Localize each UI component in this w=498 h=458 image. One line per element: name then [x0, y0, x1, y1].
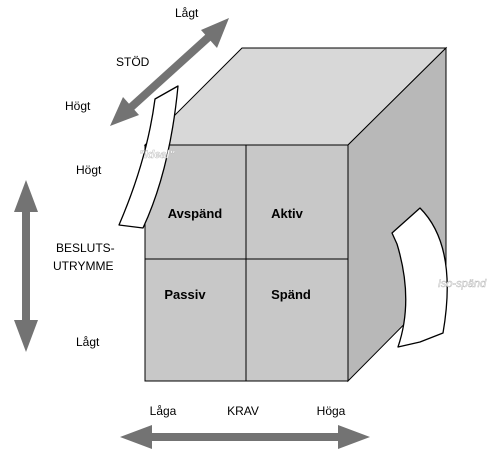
iso-strain-curved-arrow — [391, 207, 448, 348]
ideal-curved-arrow-label: "Ideal" — [139, 149, 175, 161]
decision-axis-label-line2: UTRYMME — [53, 259, 113, 273]
demand-arrowhead-left — [120, 425, 152, 449]
support-axis-arrow — [110, 18, 229, 126]
support-axis-high-label: Högt — [65, 99, 91, 113]
demand-axis-high-label: Höga — [317, 404, 346, 418]
iso-strain-curved-arrow-label: Iso-spänd — [438, 278, 487, 290]
demand-axis-low-label: Låga — [150, 404, 177, 418]
support-arrowhead-low — [201, 18, 229, 48]
decision-arrowhead-up — [14, 180, 38, 212]
support-axis-low-label: Lågt — [175, 6, 199, 20]
ideal-curved-arrow — [118, 85, 179, 229]
demand-axis-arrow — [120, 425, 370, 449]
demand-arrowhead-right — [338, 425, 370, 449]
decision-axis-label-line1: BESLUTS- — [56, 241, 115, 255]
decision-axis-high-label: Högt — [76, 163, 102, 177]
quadrant-label-top-right: Aktiv — [271, 206, 304, 221]
decision-arrowhead-down — [14, 320, 38, 352]
support-arrowhead-high — [110, 97, 139, 126]
quadrant-label-bottom-left: Passiv — [164, 287, 206, 302]
support-axis-label: STÖD — [116, 55, 150, 69]
decision-axis-low-label: Lågt — [76, 335, 100, 349]
demand-axis-label: KRAV — [227, 404, 259, 418]
quadrant-label-top-left: Avspänd — [168, 206, 222, 221]
quadrant-label-bottom-right: Spänd — [271, 287, 311, 302]
decision-axis-arrow — [14, 180, 38, 352]
